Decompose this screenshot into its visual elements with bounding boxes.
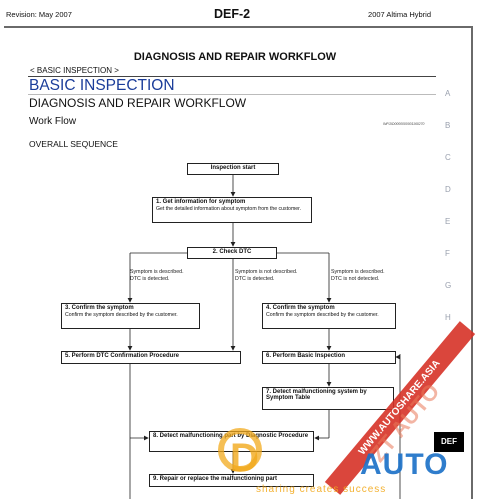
step-4-desc: Confirm the symptom described by the cus… xyxy=(266,312,379,318)
side-index-f[interactable]: F xyxy=(445,249,450,258)
side-index-e[interactable]: E xyxy=(445,217,451,226)
branch-mid-label: Symptom is not described. DTC is detecte… xyxy=(235,269,298,282)
watermark-logo-auto: AUTO xyxy=(360,448,449,481)
divider xyxy=(28,76,436,77)
step-3-desc: Confirm the symptom described by the cus… xyxy=(65,312,178,318)
flow-step-7: 7. Detect malfunctioning system by Sympt… xyxy=(262,387,394,410)
revision-label: Revision: May 2007 xyxy=(6,10,72,19)
side-index-g[interactable]: G xyxy=(445,281,452,290)
flow-step-1: 1. Get information for symptom Get the d… xyxy=(152,197,312,223)
branch-left-label: Symptom is described. DTC is detected. xyxy=(130,269,184,282)
def-section-tab[interactable]: DEF xyxy=(434,432,464,452)
flow-step-4: 4. Confirm the symptom Confirm the sympt… xyxy=(262,303,396,329)
step-4-title: 4. Confirm the symptom xyxy=(266,305,335,311)
flow-step-9: 9. Repair or replace the malfunctioning … xyxy=(149,474,314,487)
flow-step-2: 2. Check DTC xyxy=(187,247,277,259)
info-id: INFOID0000000001160270 xyxy=(383,122,425,126)
watermark-tagline: sharing creates success xyxy=(256,484,387,495)
step-3-title: 3. Confirm the symptom xyxy=(65,305,134,311)
section-title: BASIC INSPECTION xyxy=(29,77,175,94)
watermark-logo-ring xyxy=(218,428,262,472)
subtitle: DIAGNOSIS AND REPAIR WORKFLOW xyxy=(29,96,247,110)
frame-right-line xyxy=(471,26,473,499)
flow-start-box: Inspection start xyxy=(187,163,279,175)
flow-step-5: 5. Perform DTC Confirmation Procedure xyxy=(61,351,241,364)
frame-top-line xyxy=(4,26,473,28)
section-code: DEF-2 xyxy=(214,7,251,21)
flow-step-6: 6. Perform Basic Inspection xyxy=(262,351,396,364)
side-index-a[interactable]: A xyxy=(445,89,451,98)
side-index-c[interactable]: C xyxy=(445,153,451,162)
work-flow-label: Work Flow xyxy=(29,116,77,127)
divider-light xyxy=(28,94,436,95)
breadcrumb[interactable]: < BASIC INSPECTION > xyxy=(30,66,119,75)
branch-right-label: Symptom is described. DTC is not detecte… xyxy=(331,269,385,282)
side-index-h[interactable]: H xyxy=(445,313,451,322)
side-index-d[interactable]: D xyxy=(445,185,451,194)
flow-step-3: 3. Confirm the symptom Confirm the sympt… xyxy=(61,303,200,329)
page-heading: DIAGNOSIS AND REPAIR WORKFLOW xyxy=(133,51,337,63)
step-1-desc: Get the detailed information about sympt… xyxy=(156,206,302,212)
model-label: 2007 Altima Hybrid xyxy=(368,10,431,19)
step-1-title: 1. Get information for symptom xyxy=(156,199,246,205)
watermark-logo-letter: D xyxy=(230,436,259,480)
side-index-b[interactable]: B xyxy=(445,121,451,130)
overall-sequence-label: OVERALL SEQUENCE xyxy=(29,139,118,149)
